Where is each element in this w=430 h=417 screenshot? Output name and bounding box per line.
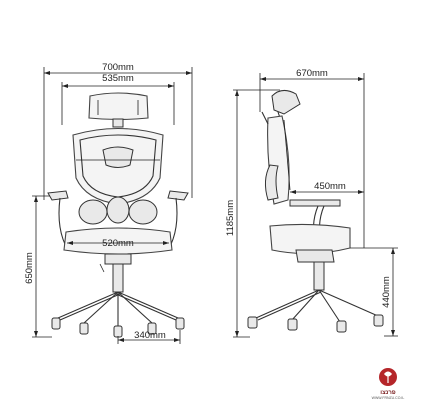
dim-seat-height: 650mm [24,195,52,338]
side-seat [269,223,351,263]
front-backrest [72,127,164,205]
front-gas-lift [99,253,132,293]
headrest-width-label: 535mm [102,73,134,84]
side-backrest [261,111,291,205]
dim-seat-width: 520mm [67,238,169,249]
front-armrests [47,190,189,251]
front-base [57,291,179,326]
seat-width-label: 520mm [102,238,134,249]
dim-seat-height-side: 440mm [350,247,398,337]
side-depth-label: 670mm [296,68,328,79]
dim-front-overall-width: 700mm [43,62,193,200]
logo-subtext: WWW.FRNZU.CO.IL [372,396,405,400]
seat-height-label: 650mm [24,252,35,284]
front-headrest [88,92,149,128]
total-height-label: 1185mm [225,200,236,236]
front-lumbar [78,196,158,225]
side-gas-lift [313,261,325,291]
logo-text: פרנצו [380,390,396,396]
seat-depth-label: 450mm [314,181,346,192]
base-radius-label: 340mm [134,330,166,341]
dim-side-depth: 670mm [259,68,365,248]
front-casters [51,317,185,338]
side-view: 670mm 1185mm 450mm [225,68,398,338]
dim-headrest-width: 535mm [61,73,175,125]
dim-total-height: 1185mm [225,89,280,338]
seat-height-side-label: 440mm [381,276,392,308]
logo-brand: פרנצו WWW.FRNZU.CO.IL [372,368,405,400]
dim-base-radius: 340mm [117,330,181,344]
front-seat [63,227,173,255]
dim-seat-depth: 450mm [290,181,364,194]
side-base [255,289,379,323]
side-casters [247,314,384,333]
front-overall-width-label: 700mm [102,62,134,73]
front-view: 700mm 535mm [24,62,193,344]
